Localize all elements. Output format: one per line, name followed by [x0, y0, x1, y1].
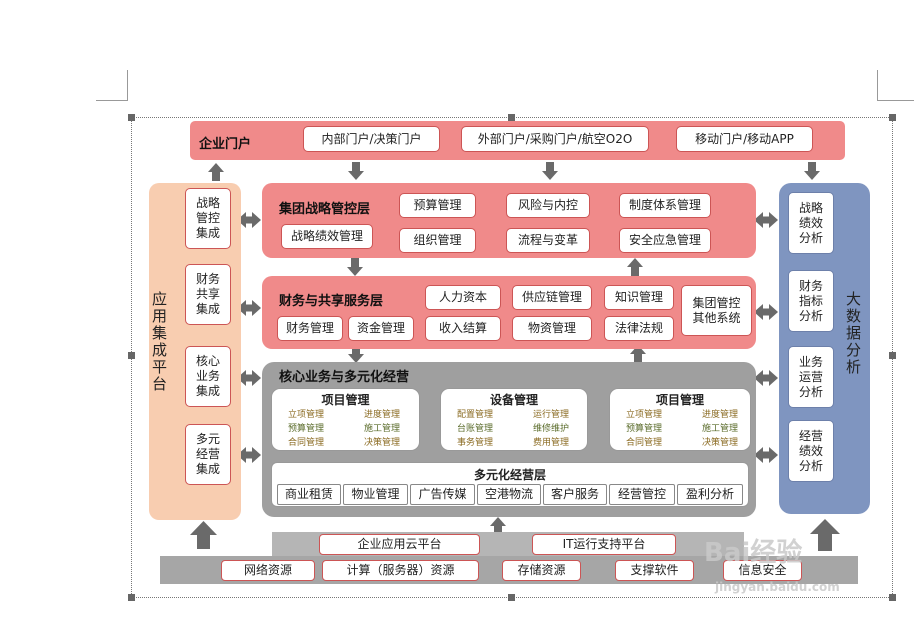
diversified-title: 多元化经营层 — [473, 468, 546, 482]
fund-management[interactable]: 资金管理 — [348, 316, 414, 341]
arrow-left-right — [754, 447, 778, 463]
arrow-down — [804, 162, 820, 180]
risk-control[interactable]: 风险与内控 — [506, 193, 590, 218]
resize-handle[interactable] — [128, 114, 135, 121]
crop-mark — [96, 100, 128, 101]
module-item: 进度管理 — [702, 410, 739, 420]
crop-mark — [877, 100, 914, 101]
arrow-left-right — [754, 212, 778, 228]
module-item: 合同管理 — [288, 438, 325, 448]
module-title: 项目管理 — [655, 393, 704, 407]
materials-management[interactable]: 物资管理 — [512, 316, 592, 341]
crop-mark — [877, 70, 878, 101]
module-item: 维修维护 — [533, 424, 570, 434]
resize-handle[interactable] — [889, 594, 896, 601]
safety-emergency[interactable]: 安全应急管理 — [619, 228, 711, 253]
portal-internal-button[interactable]: 内部门户/决策门户 — [303, 126, 440, 152]
commercial-leasing[interactable]: 商业租赁 — [277, 484, 341, 505]
module-item: 预算管理 — [626, 424, 663, 434]
big-data-title: 大数据分析 — [844, 291, 862, 376]
strategy-layer-title: 集团战略管控层 — [279, 202, 371, 217]
laws-regulations[interactable]: 法律法规 — [604, 316, 674, 341]
finance-integration-item[interactable]: 财务 共享 集成 — [185, 264, 231, 325]
airport-logistics[interactable]: 空港物流 — [477, 484, 541, 505]
portal-mobile-button[interactable]: 移动门户/移动APP — [676, 126, 813, 152]
arrow-down — [542, 162, 558, 180]
supply-chain[interactable]: 供应链管理 — [512, 285, 592, 310]
portal-title: 企业门户 — [199, 137, 252, 152]
project-management-module-right: 项目管理 立项管理 进度管理 预算管理 施工管理 合同管理 决策管理 — [609, 388, 751, 451]
module-item: 施工管理 — [702, 424, 739, 434]
module-item: 进度管理 — [364, 410, 401, 420]
module-item: 决策管理 — [702, 438, 739, 448]
profit-analysis[interactable]: 盈利分析 — [677, 484, 743, 505]
arrow-down — [347, 258, 363, 276]
module-item: 配置管理 — [457, 410, 494, 420]
arrow-left-right — [754, 370, 778, 386]
organization-management[interactable]: 组织管理 — [399, 228, 476, 253]
property-management[interactable]: 物业管理 — [343, 484, 408, 505]
finance-layer-title: 财务与共享服务层 — [279, 294, 384, 309]
resize-handle[interactable] — [508, 594, 515, 601]
budget-management[interactable]: 预算管理 — [399, 193, 476, 218]
strategy-analysis-item[interactable]: 战略 绩效 分析 — [788, 192, 834, 254]
module-item: 台账管理 — [457, 424, 494, 434]
operation-analysis-item[interactable]: 经营 绩效 分析 — [788, 420, 834, 482]
strategy-integration-item[interactable]: 战略 管控 集成 — [185, 188, 231, 249]
big-arrow-up-left — [190, 521, 217, 549]
system-management[interactable]: 制度体系管理 — [619, 193, 711, 218]
human-capital[interactable]: 人力资本 — [425, 285, 501, 310]
arrow-left-right — [754, 304, 778, 320]
resize-handle[interactable] — [128, 352, 135, 359]
project-management-module-left: 项目管理 立项管理 进度管理 预算管理 施工管理 合同管理 决策管理 — [271, 388, 420, 451]
finance-analysis-item[interactable]: 财务 指标 分析 — [788, 270, 834, 332]
advertising-media[interactable]: 广告传媒 — [410, 484, 475, 505]
portal-external-button[interactable]: 外部门户/采购门户/航空O2O — [461, 126, 649, 152]
information-security[interactable]: 信息安全 — [723, 560, 802, 581]
module-title: 设备管理 — [489, 393, 538, 407]
module-item: 预算管理 — [288, 424, 325, 434]
module-title: 项目管理 — [321, 393, 370, 407]
equipment-management-module: 设备管理 配置管理 运行管理 台账管理 维修维护 事务管理 费用管理 — [440, 388, 588, 451]
app-integration-title: 应用集成平台 — [150, 291, 168, 393]
customer-service[interactable]: 客户服务 — [543, 484, 607, 505]
resize-handle[interactable] — [508, 114, 515, 121]
module-item: 事务管理 — [457, 438, 494, 448]
cloud-platform[interactable]: 企业应用云平台 — [319, 534, 480, 555]
baidu-watermark-logo: Bai经验 — [704, 538, 803, 568]
big-arrow-up-right — [810, 519, 840, 551]
arrow-down — [348, 162, 364, 180]
module-item: 决策管理 — [364, 438, 401, 448]
knowledge-management[interactable]: 知识管理 — [604, 285, 674, 310]
module-item: 立项管理 — [626, 410, 663, 420]
financial-management[interactable]: 财务管理 — [277, 316, 343, 341]
baidu-watermark-url: jingyan.baidu.com — [715, 580, 840, 594]
business-analysis-item[interactable]: 业务 运营 分析 — [788, 346, 834, 408]
network-resources[interactable]: 网络资源 — [221, 560, 315, 581]
revenue-settlement[interactable]: 收入结算 — [425, 316, 501, 341]
resize-handle[interactable] — [889, 352, 896, 359]
diversified-integration-item[interactable]: 多元 经营 集成 — [185, 424, 231, 485]
core-layer-title: 核心业务与多元化经营 — [279, 370, 410, 385]
module-item: 合同管理 — [626, 438, 663, 448]
group-other-systems[interactable]: 集团管控 其他系统 — [681, 285, 752, 336]
crop-mark — [127, 70, 128, 101]
process-change[interactable]: 流程与变革 — [506, 228, 590, 253]
storage-resources[interactable]: 存储资源 — [502, 560, 581, 581]
operation-control[interactable]: 经营管控 — [609, 484, 675, 505]
module-item: 费用管理 — [533, 438, 570, 448]
module-item: 施工管理 — [364, 424, 401, 434]
compute-resources[interactable]: 计算（服务器）资源 — [322, 560, 479, 581]
module-item: 立项管理 — [288, 410, 325, 420]
resize-handle[interactable] — [889, 114, 896, 121]
strategy-performance[interactable]: 战略绩效管理 — [281, 224, 373, 249]
module-item: 运行管理 — [533, 410, 570, 420]
core-integration-item[interactable]: 核心 业务 集成 — [185, 346, 231, 407]
support-software[interactable]: 支撑软件 — [615, 560, 694, 581]
arrow-up — [627, 258, 643, 276]
resize-handle[interactable] — [128, 594, 135, 601]
arrow-up — [208, 163, 224, 181]
it-support-platform[interactable]: IT运行支持平台 — [532, 534, 676, 555]
